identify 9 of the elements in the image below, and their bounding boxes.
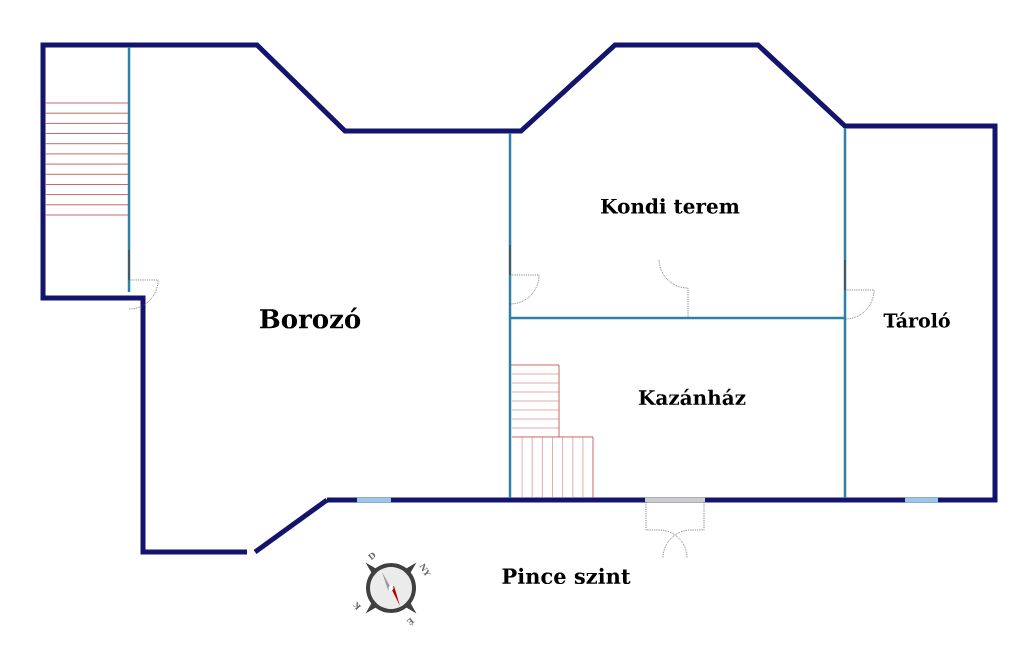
room-label: Tároló bbox=[883, 312, 950, 328]
compass-letter: NY bbox=[419, 563, 431, 576]
room-label: Borozó bbox=[260, 307, 361, 329]
level-label: Pince szint bbox=[502, 567, 631, 585]
room-label: Kondi terem bbox=[601, 198, 740, 214]
room-label: Kazánház bbox=[638, 388, 746, 406]
compass-letter: É bbox=[406, 617, 415, 626]
compass-letter: K bbox=[352, 601, 362, 611]
compass-letter: D bbox=[367, 552, 376, 561]
